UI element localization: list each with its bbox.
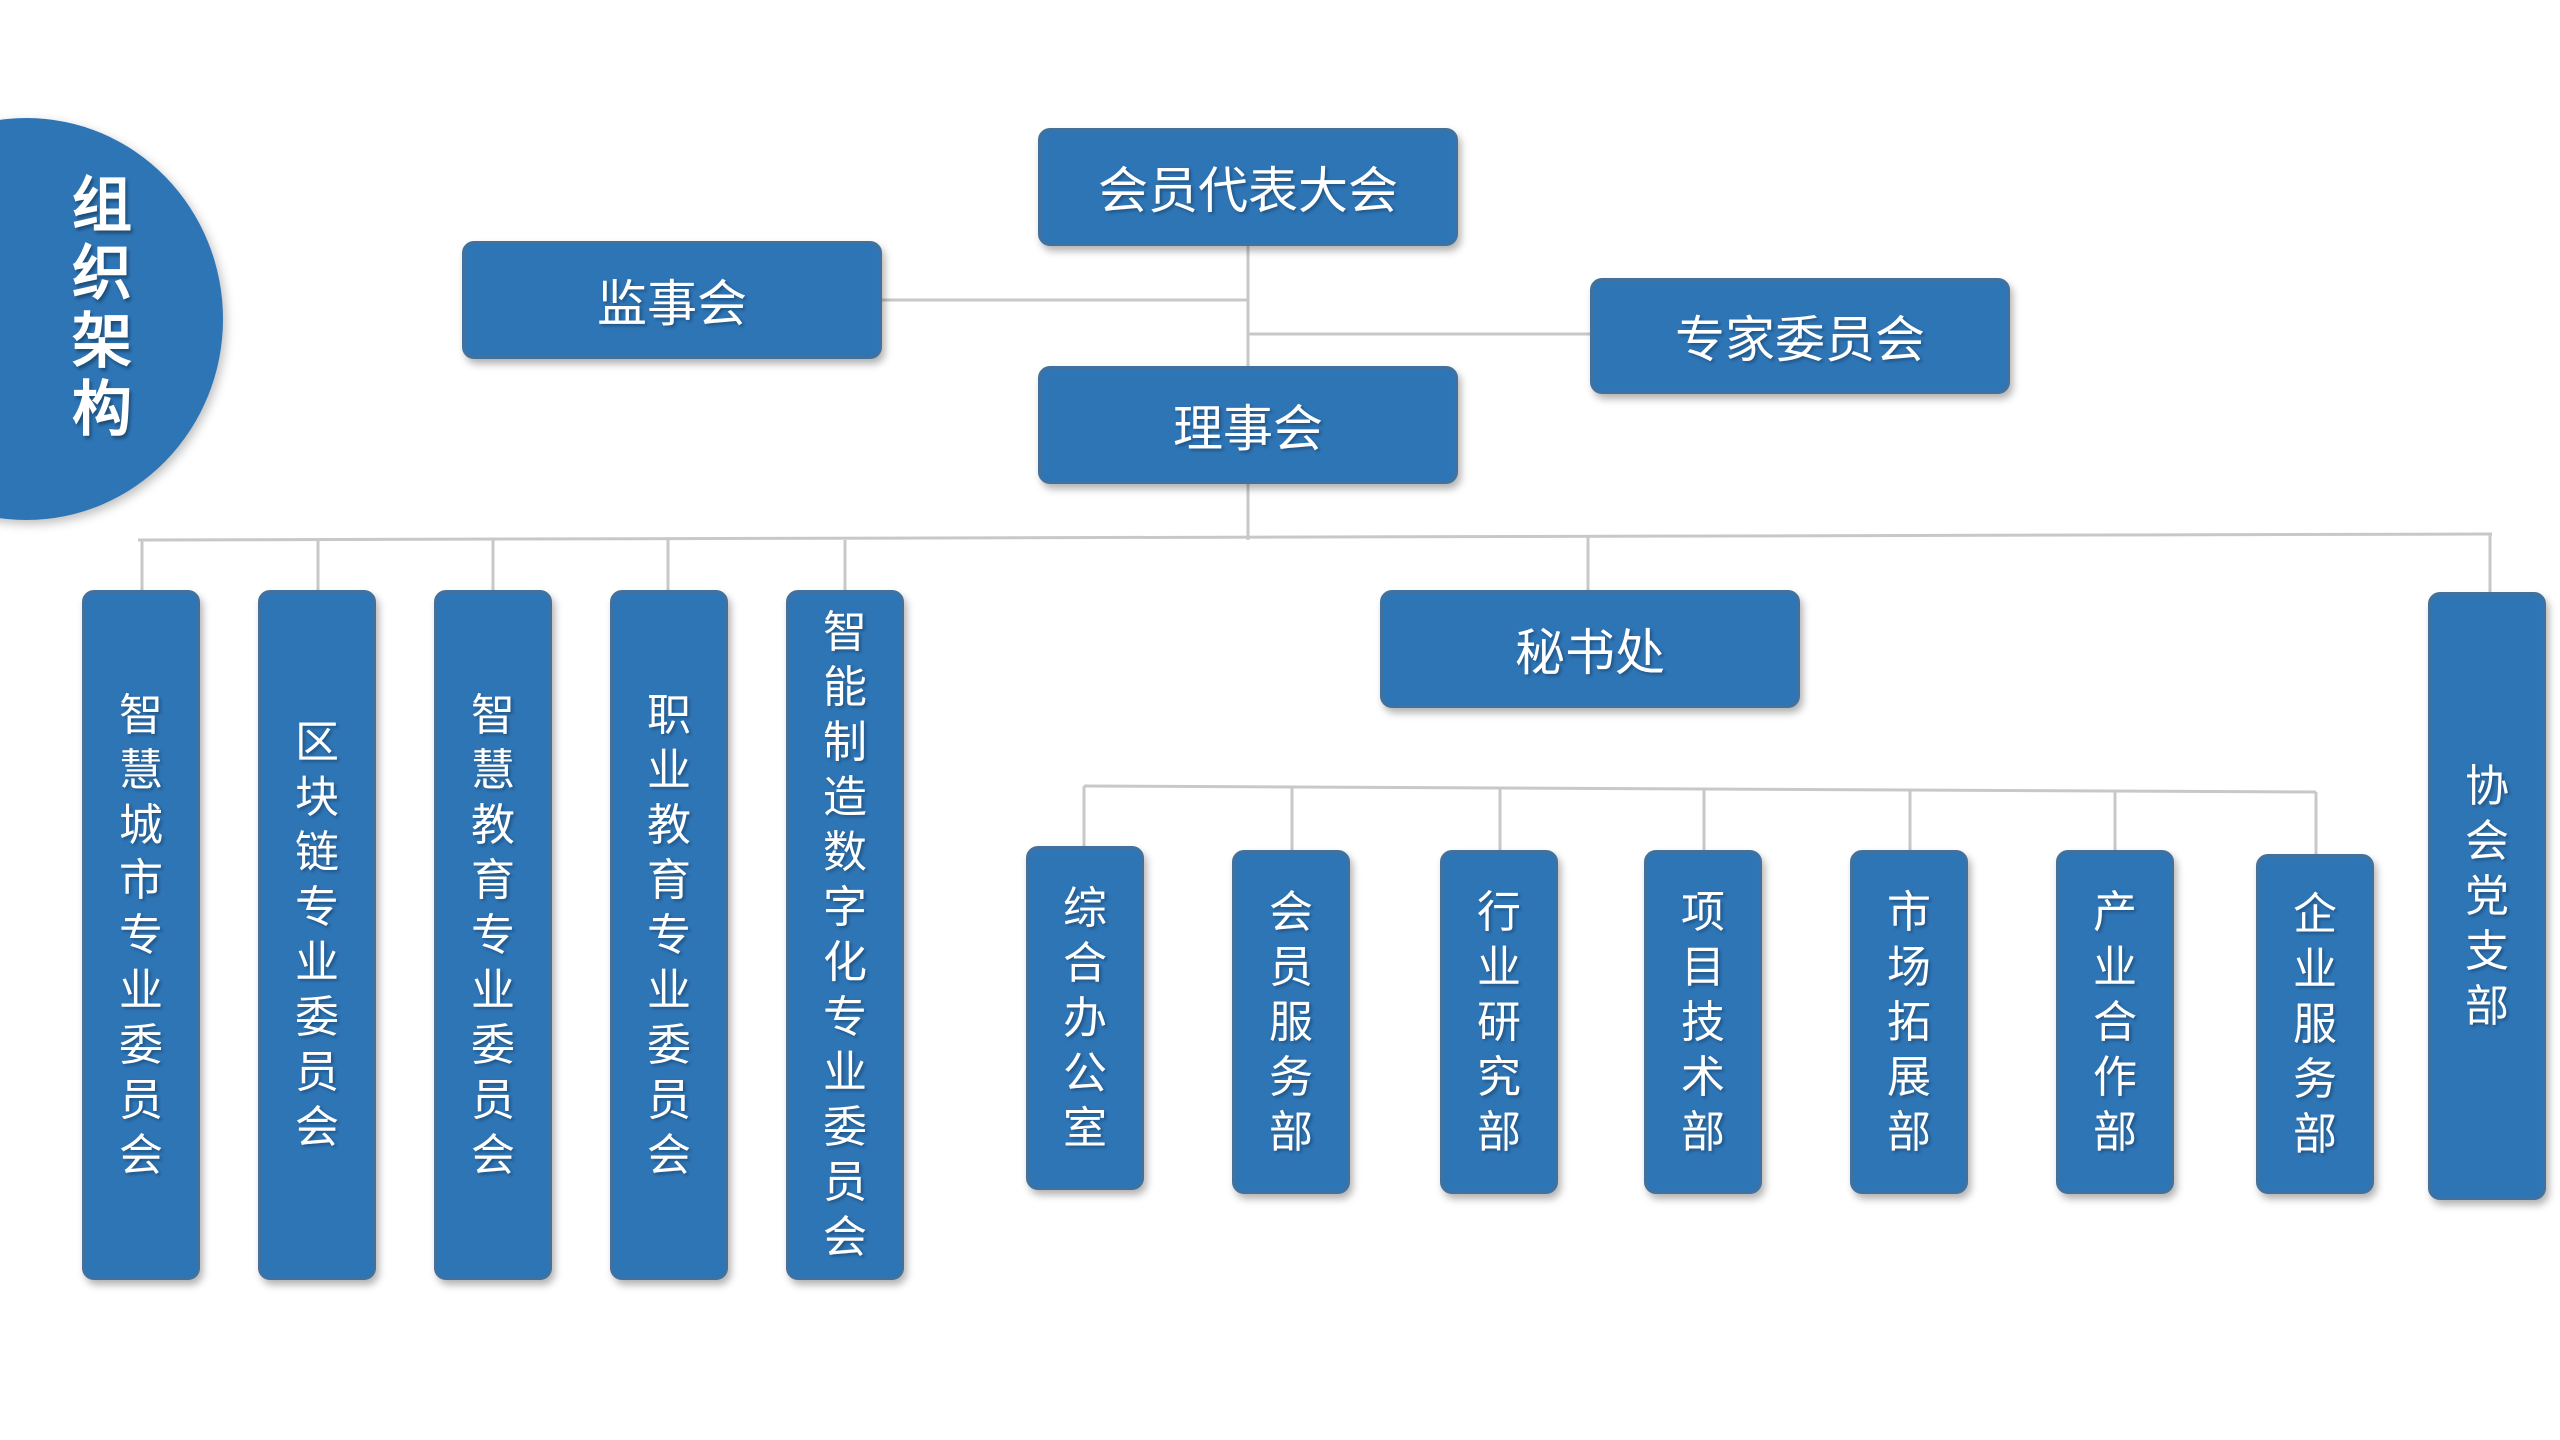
- department-label: 项目技术部: [1681, 886, 1725, 1158]
- node-council: 理事会: [1038, 366, 1458, 484]
- committee-box: 智慧城市专业委员会: [82, 590, 200, 1280]
- department-label: 综合办公室: [1063, 882, 1107, 1154]
- node-council-label: 理事会: [1173, 400, 1323, 458]
- node-supervisory-board-label: 监事会: [597, 275, 747, 333]
- department-label: 市场拓展部: [1887, 886, 1931, 1158]
- connector-secretariat-bus: [1083, 784, 2317, 794]
- page-title: 组织架构: [72, 171, 132, 445]
- committee-label: 智能制造数字化专业委员会: [823, 607, 867, 1263]
- department-box: 会员服务部: [1232, 850, 1350, 1194]
- department-box: 企业服务部: [2256, 854, 2374, 1194]
- node-secretariat: 秘书处: [1380, 590, 1800, 708]
- connector-main-bus: [137, 532, 2493, 542]
- department-label: 行业研究部: [1477, 886, 1521, 1158]
- party-branch-box: 协会党支部: [2428, 592, 2546, 1200]
- committee-label: 区块链专业委员会: [295, 717, 339, 1153]
- department-box: 市场拓展部: [1850, 850, 1968, 1194]
- node-supervisory-board: 监事会: [462, 241, 882, 359]
- node-expert-committee-label: 专家委员会: [1675, 311, 1925, 369]
- committee-label: 职业教育专业委员会: [647, 689, 691, 1181]
- party-branch-label: 协会党支部: [2465, 760, 2509, 1032]
- committee-box: 智慧教育专业委员会: [434, 590, 552, 1280]
- department-label: 产业合作部: [2093, 886, 2137, 1158]
- department-box: 产业合作部: [2056, 850, 2174, 1194]
- department-label: 企业服务部: [2293, 888, 2337, 1160]
- node-secretariat-label: 秘书处: [1515, 624, 1665, 682]
- department-label: 会员服务部: [1269, 886, 1313, 1158]
- committee-box: 职业教育专业委员会: [610, 590, 728, 1280]
- department-box: 综合办公室: [1026, 846, 1144, 1190]
- committee-label: 智慧城市专业委员会: [119, 689, 163, 1181]
- node-assembly-label: 会员代表大会: [1098, 162, 1398, 220]
- node-assembly: 会员代表大会: [1038, 128, 1458, 246]
- department-box: 行业研究部: [1440, 850, 1558, 1194]
- committee-box: 区块链专业委员会: [258, 590, 376, 1280]
- department-box: 项目技术部: [1644, 850, 1762, 1194]
- committee-box: 智能制造数字化专业委员会: [786, 590, 904, 1280]
- committee-label: 智慧教育专业委员会: [471, 689, 515, 1181]
- node-expert-committee: 专家委员会: [1590, 278, 2010, 394]
